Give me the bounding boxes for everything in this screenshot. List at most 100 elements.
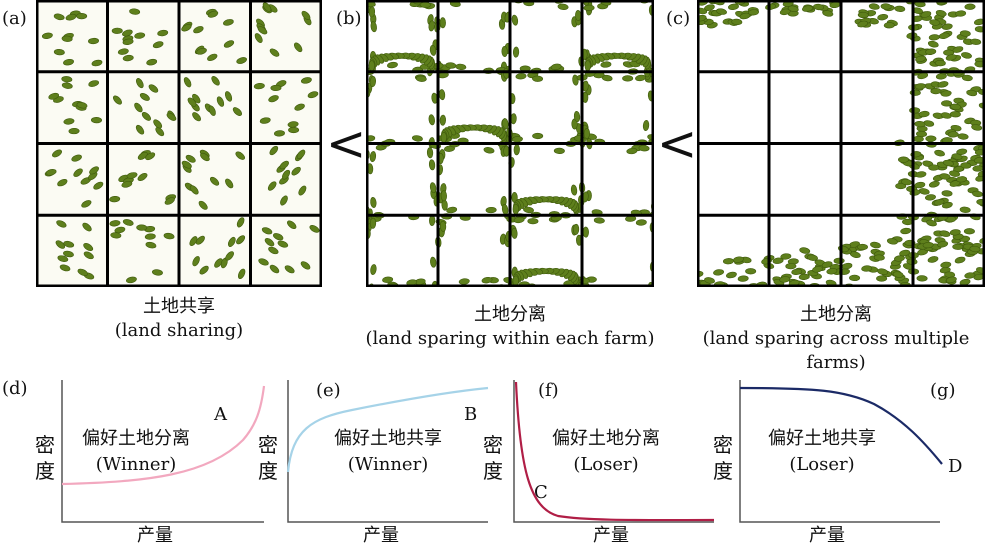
axes [287,380,488,523]
outcome-label: (Winner) [95,454,177,475]
panel-label-e: (e) [316,380,341,401]
habitat-patch [411,135,423,142]
habitat-patch [716,8,727,15]
habitat-patch [90,117,102,124]
habitat-patch [386,61,398,69]
habitat-patch [503,67,510,79]
habitat-patch [309,225,320,233]
habitat-patch [849,274,861,282]
habitat-patch [940,90,952,97]
habitat-patch [429,44,437,56]
habitat-patch [57,178,68,187]
habitat-patch [915,55,927,63]
caption-cn: 土地分离 [474,304,546,325]
habitat-patch [444,145,455,152]
habitat-patch [259,117,271,124]
habitat-patch [583,4,595,11]
habitat-patch [511,14,519,26]
habitat-patch [441,199,448,211]
habitat-patch [88,80,100,87]
habitat-patch [440,190,447,202]
habitat-patch [940,261,952,269]
habitat-patch [941,190,953,197]
habitat-patch [258,258,269,266]
curve-label-b: B [464,404,478,425]
habitat-patch [952,243,964,250]
habitat-patch [76,13,88,20]
habitat-patch [88,37,100,45]
habitat-patch [515,73,527,80]
habitat-patch [122,38,134,46]
plot-d [61,380,266,523]
habitat-patch [301,10,311,20]
habitat-patch [223,40,235,48]
habitat-patch [369,217,377,229]
land-sparing-across-farms-grid [697,0,985,287]
habitat-patch [307,91,319,99]
habitat-patch [813,3,825,11]
habitat-patch [253,82,265,90]
habitat-patch [857,11,869,19]
habitat-patch [45,169,57,176]
habitat-patch [928,164,940,171]
habitat-patch [807,254,818,261]
habitat-patch [970,38,982,45]
habitat-patch [870,241,881,249]
habitat-patch [52,149,62,158]
habitat-patch [261,227,273,235]
habitat-patch [856,243,868,251]
habitat-patch [56,220,67,228]
habitat-patch [122,219,134,226]
panel-label-f: (f) [538,380,559,401]
habitat-patch [920,11,932,18]
panel-label-a: (a) [2,8,27,29]
curve-label-a: A [214,404,227,425]
habitat-patch [876,275,888,282]
habitat-patch [728,3,739,10]
habitat-patch [485,206,497,214]
habitat-patch [512,46,520,58]
habitat-patch [122,54,134,62]
habitat-patch [971,124,983,131]
habitat-patch [232,107,242,116]
habitat-patch [200,152,210,162]
habitat-patch [145,152,156,161]
caption-en: (land sparing across multiple farms) [702,328,970,373]
y-axis-label: 密度 [483,433,503,483]
habitat-patch [961,52,972,59]
habitat-patch [193,26,204,34]
habitat-patch [513,216,525,224]
habitat-patch [419,1,431,8]
habitat-patch [122,29,133,37]
habitat-patch [370,264,377,276]
habitat-patch [152,41,164,49]
habitat-patch [780,253,792,260]
habitat-patch [458,278,470,285]
habitat-patch [83,243,94,251]
habitat-patch [139,92,150,101]
axes [61,380,264,523]
habitat-patch [257,26,268,35]
habitat-patch [939,230,951,237]
habitat-patch [928,34,940,41]
habitat-patch [900,227,912,235]
habitat-patch [41,32,53,39]
habitat-patch [941,201,953,209]
habitat-patch [523,206,534,214]
caption-b: 土地分离 (land sparing within each farm) [356,303,664,351]
habitat-patch [224,91,233,102]
habitat-patch [511,136,523,143]
habitat-patch [301,77,312,84]
habitat-patch [883,22,895,29]
habitat-patch [779,276,791,283]
habitat-patch [894,255,905,262]
habitat-patch [225,251,234,261]
plot-f [513,380,715,523]
habitat-patch [117,48,129,55]
habitat-patch [93,181,104,190]
habitat-patch [83,251,94,260]
habitat-patch [899,249,911,257]
habitat-patch [511,227,518,239]
habitat-patch [426,147,434,159]
habitat-patch [956,176,968,183]
